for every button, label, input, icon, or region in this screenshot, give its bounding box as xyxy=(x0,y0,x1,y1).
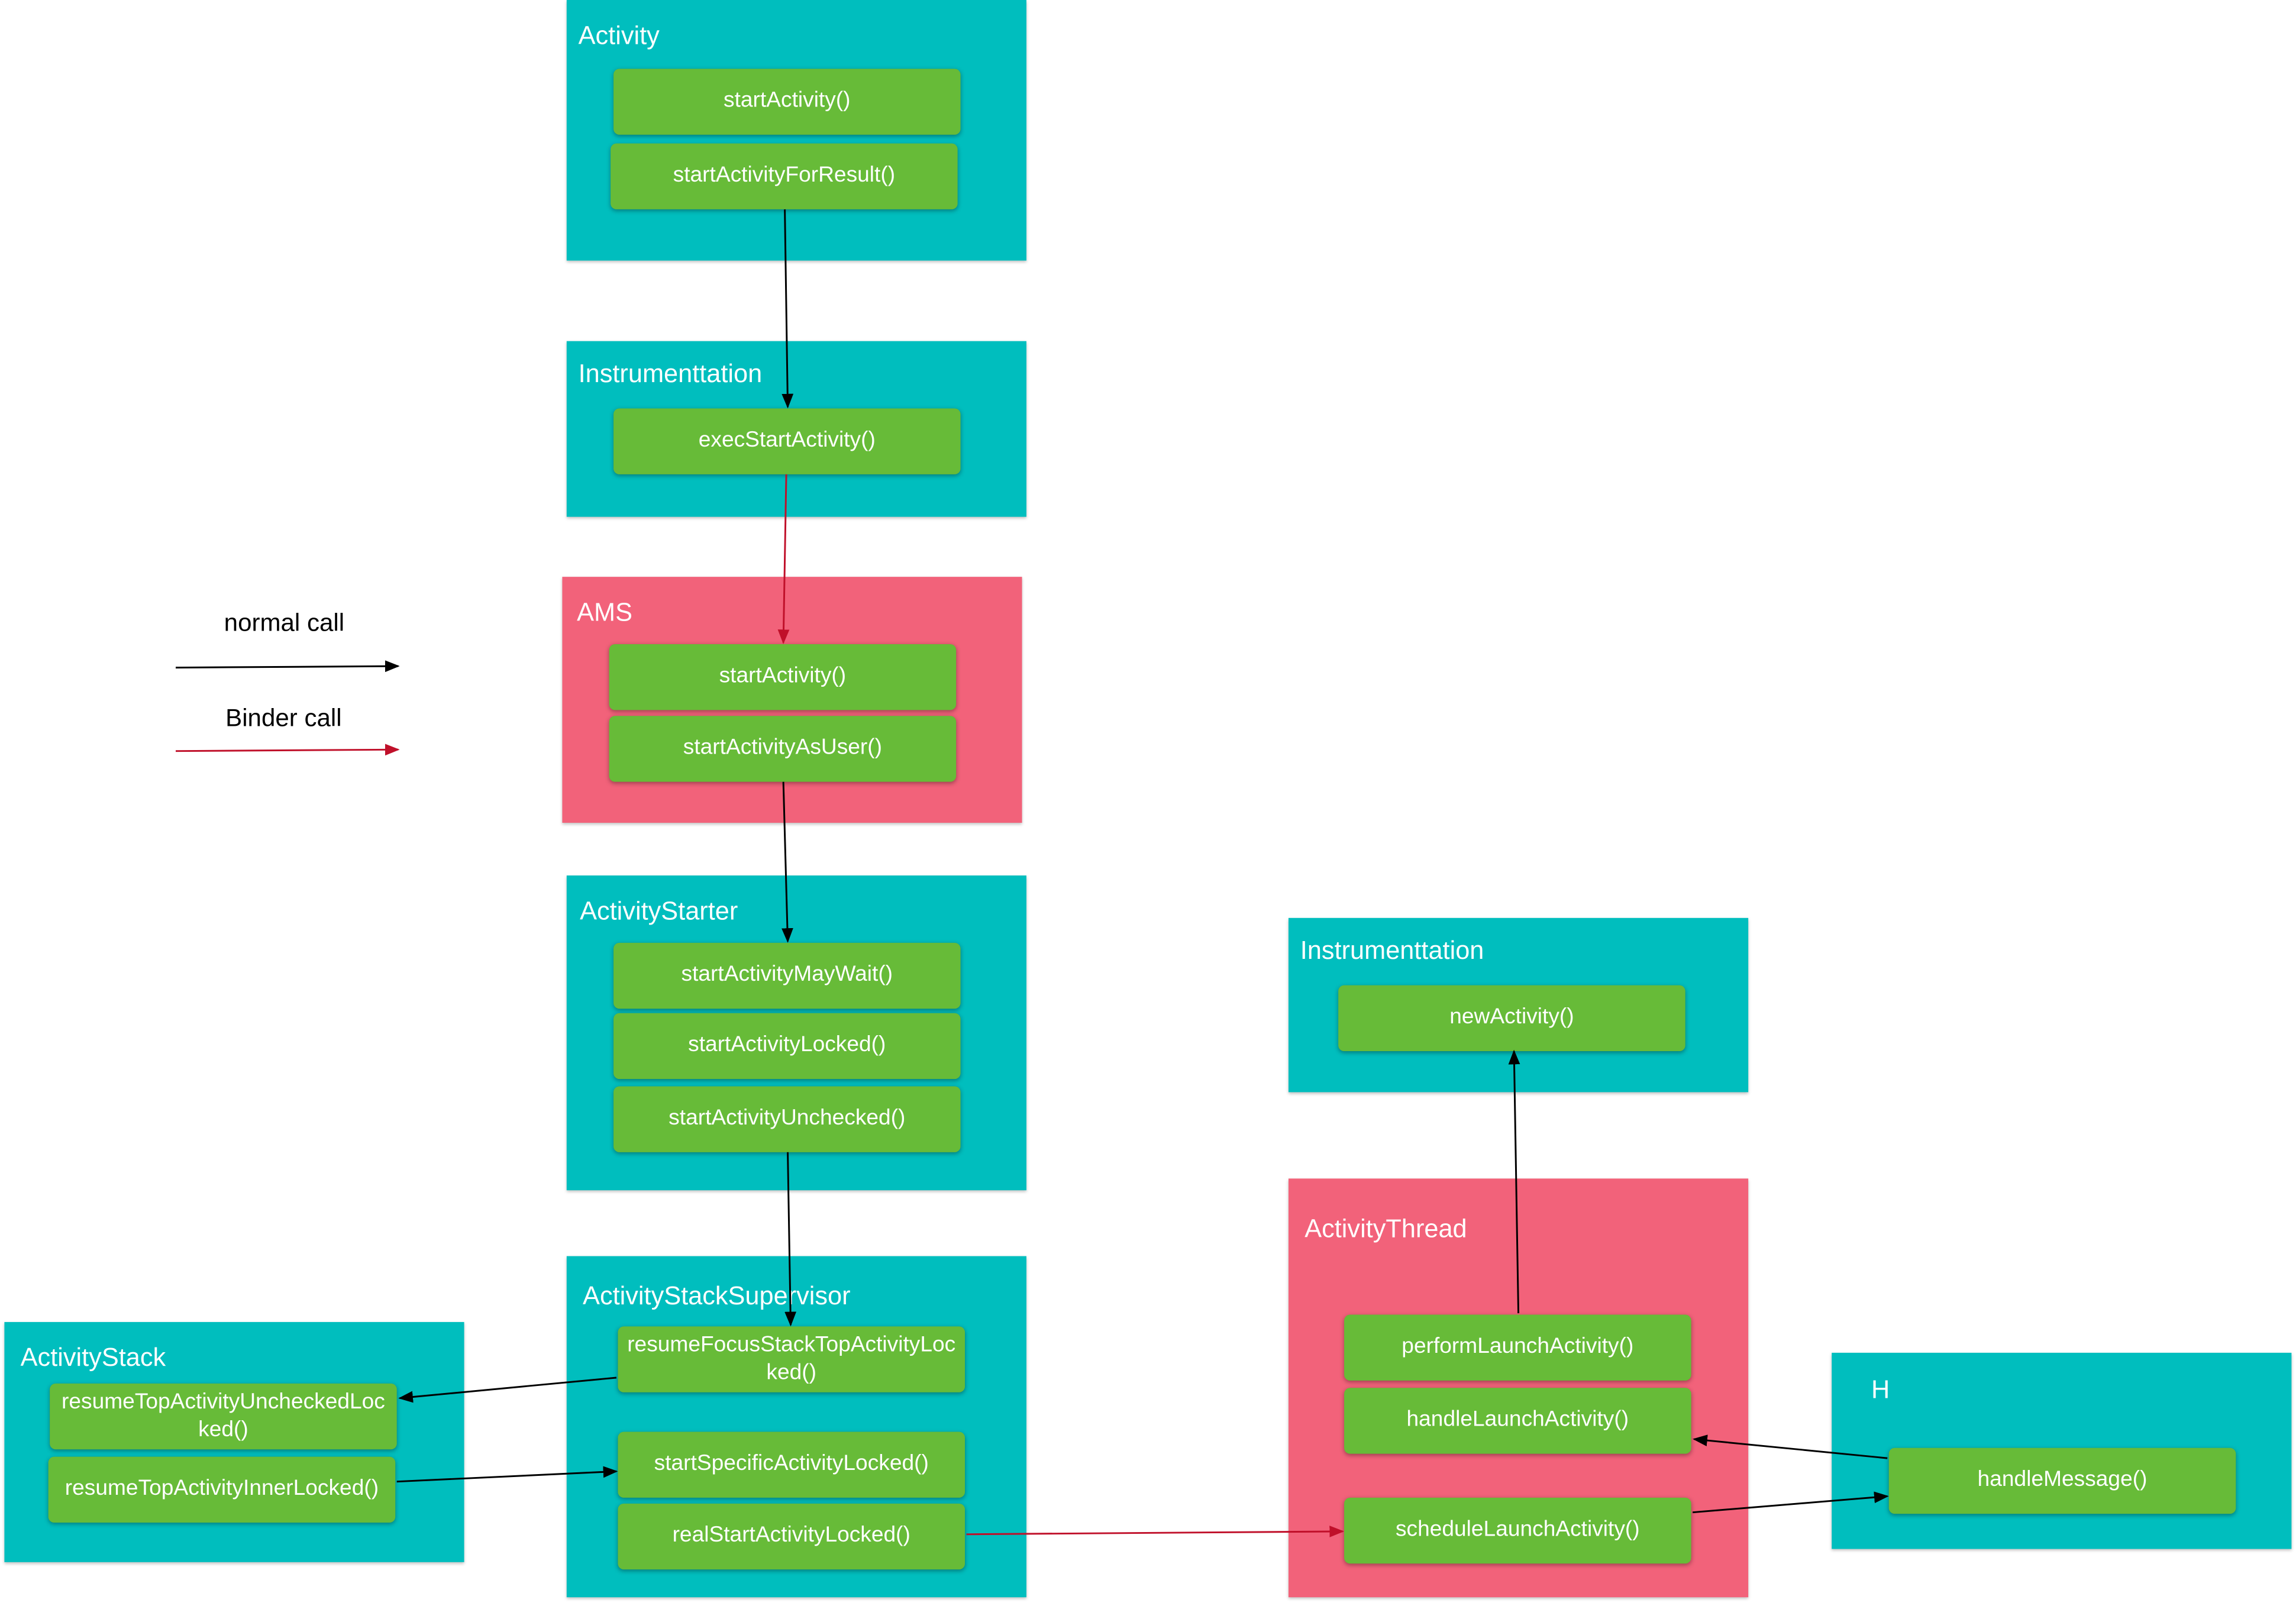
method-resume-top-activity-inner-locked[interactable]: resumeTopActivityInnerLocked() xyxy=(48,1456,396,1523)
group-instrumentation-top: Instrumenttation execStartActivity() xyxy=(566,341,1026,517)
method-handle-message[interactable]: handleMessage() xyxy=(1888,1447,2236,1514)
group-title: ActivityStackSupervisor xyxy=(583,1281,851,1311)
method-start-activity[interactable]: startActivity() xyxy=(613,69,961,135)
group-title: ActivityStack xyxy=(20,1342,166,1372)
group-activity-starter: ActivityStarter startActivityMayWait() s… xyxy=(566,875,1026,1191)
group-activity-stack: ActivityStack resumeTopActivityUnchecked… xyxy=(4,1321,464,1562)
method-real-start-activity-locked[interactable]: realStartActivityLocked() xyxy=(618,1503,965,1570)
group-title: ActivityStarter xyxy=(580,896,738,926)
group-title: Activity xyxy=(578,20,660,50)
group-activity-thread: ActivityThread performLaunchActivity() h… xyxy=(1289,1178,1749,1598)
method-resume-top-activity-unchecked-locked[interactable]: resumeTopActivityUncheckedLocked() xyxy=(50,1383,397,1450)
method-start-activity-as-user[interactable]: startActivityAsUser() xyxy=(609,716,957,782)
group-instrumentation-right: Instrumenttation newActivity() xyxy=(1289,917,1749,1093)
method-resume-focus-stack-top-activity-locked[interactable]: resumeFocusStackTopActivityLocked() xyxy=(618,1326,965,1392)
group-title: Instrumenttation xyxy=(1300,935,1484,965)
legend-binder-call-arrow xyxy=(175,744,400,756)
group-ams: AMS startActivity() startActivityAsUser(… xyxy=(562,577,1022,823)
method-handle-launch-activity[interactable]: handleLaunchActivity() xyxy=(1344,1388,1691,1454)
method-perform-launch-activity[interactable]: performLaunchActivity() xyxy=(1344,1314,1691,1381)
method-start-activity-for-result[interactable]: startActivityForResult() xyxy=(611,143,958,209)
method-start-activity-may-wait[interactable]: startActivityMayWait() xyxy=(613,942,961,1009)
method-start-specific-activity-locked[interactable]: startSpecificActivityLocked() xyxy=(618,1431,965,1498)
method-exec-start-activity[interactable]: execStartActivity() xyxy=(613,408,961,474)
group-h: H handleMessage() xyxy=(1832,1352,2292,1549)
group-title: ActivityThread xyxy=(1304,1213,1467,1243)
group-title: H xyxy=(1871,1375,1890,1404)
method-ams-start-activity[interactable]: startActivity() xyxy=(609,644,957,710)
method-schedule-launch-activity[interactable]: scheduleLaunchActivity() xyxy=(1344,1497,1691,1564)
legend-normal-call-label: normal call xyxy=(224,609,345,637)
method-new-activity[interactable]: newActivity() xyxy=(1338,985,1685,1052)
method-start-activity-locked[interactable]: startActivityLocked() xyxy=(613,1013,961,1080)
group-title: AMS xyxy=(577,597,633,627)
group-activity-stack-supervisor: ActivityStackSupervisor resumeFocusStack… xyxy=(566,1256,1026,1598)
group-activity: Activity startActivity() startActivityFo… xyxy=(566,0,1026,261)
group-title: Instrumenttation xyxy=(578,358,763,388)
method-start-activity-unchecked[interactable]: startActivityUnchecked() xyxy=(613,1086,961,1152)
legend-binder-call-label: Binder call xyxy=(225,704,342,732)
legend-normal-call-arrow xyxy=(175,660,400,673)
